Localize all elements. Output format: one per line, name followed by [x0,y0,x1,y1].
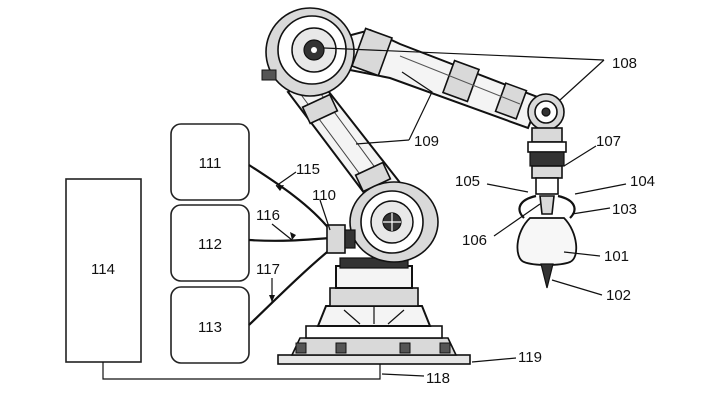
leader-108b [559,59,605,101]
leader-110 [319,199,331,231]
robot-base [277,257,471,365]
label-109: 109 [414,133,439,150]
cable-112 [248,236,331,242]
label-114: 114 [91,261,115,278]
label-102: 102 [606,287,631,304]
label-107: 107 [596,133,621,150]
leader-102 [551,279,603,296]
label-110: 110 [312,187,336,204]
object-101 [516,217,578,266]
label-104: 104 [630,173,655,190]
leader-108a [323,47,605,61]
label-106: 106 [462,232,487,249]
cable-111 [248,164,331,231]
leader-116 [271,223,293,241]
end-effector [518,127,576,219]
arrowhead-117 [269,295,275,302]
lower-arm [286,76,414,216]
leader-104 [574,183,627,195]
label-103: 103 [612,201,637,218]
label-108: 108 [612,55,637,72]
leader-101 [563,251,601,257]
label-117: 117 [256,261,280,278]
label-112: 112 [198,236,222,253]
leader-109a [355,139,410,145]
label-115: 115 [296,161,320,178]
leader-115 [275,171,297,187]
label-113: 113 [198,319,222,336]
label-116: 116 [256,207,280,224]
box-114 [65,178,142,363]
box-112 [170,204,250,282]
box-111 [170,123,250,201]
label-111: 111 [199,155,222,172]
leader-105 [486,183,529,193]
leader-107 [563,145,597,167]
leader-119 [471,357,517,363]
leader-109b [401,71,433,141]
arrowhead-116 [290,232,296,240]
tip-102 [540,263,554,289]
elbow-joint [261,7,355,97]
wrist-joint [527,93,565,131]
label-105: 105 [455,173,480,190]
cable-113 [248,247,333,326]
leader-118 [381,373,425,377]
label-118: 118 [426,370,450,387]
arrowhead-115 [276,185,284,191]
label-101: 101 [604,248,629,265]
leader-106 [493,203,541,237]
leader-103 [571,207,611,215]
connection-118 [102,362,381,380]
shoulder-joint [349,181,439,263]
label-119: 119 [518,349,542,366]
upper-arm [338,27,542,130]
connector-110 [326,224,356,254]
